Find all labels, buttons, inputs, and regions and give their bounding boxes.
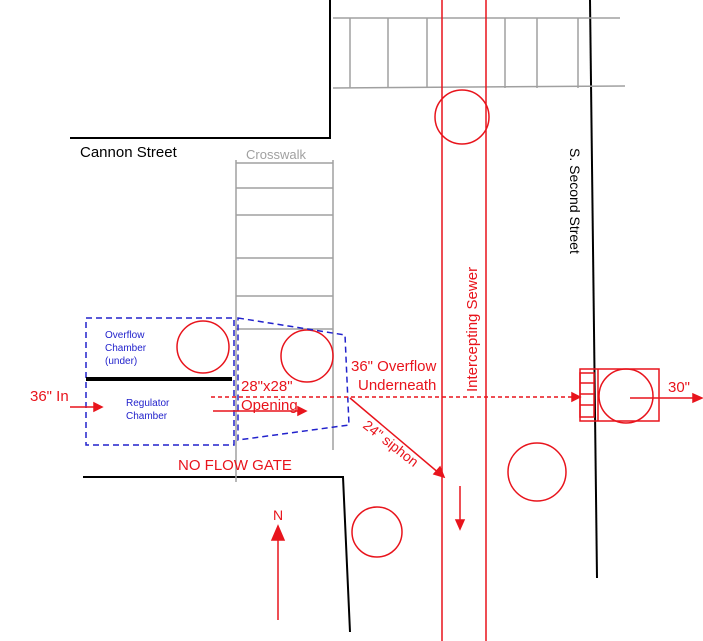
curb-southwest [83, 476, 351, 633]
siphon-label: 24" siphon [360, 417, 422, 470]
inflow-arrow-icon [93, 401, 104, 413]
crosswalk-label: Crosswalk [246, 147, 306, 162]
regulator-arrow-icon [297, 405, 308, 417]
north-arrow-icon [270, 524, 286, 541]
crosswalk-west [235, 160, 334, 482]
second-street-label: S. Second Street [567, 148, 583, 254]
opening-label: 28"x28" Opening [241, 378, 298, 414]
manholes [176, 89, 567, 558]
inflow-label: 36" In [30, 388, 69, 405]
manhole-overflow-chamber [176, 320, 230, 374]
regulator-chamber-label: Regulator Chamber [126, 398, 172, 422]
curb-east [589, 0, 598, 579]
flow-arrows [70, 391, 703, 620]
opening-box [237, 317, 350, 441]
outfall-structure [579, 368, 660, 424]
overflow-arrow-icon [571, 391, 582, 403]
no-flow-gate-label: NO FLOW GATE [178, 457, 292, 474]
chamber-box [85, 317, 235, 446]
cannon-street-label: Cannon Street [80, 144, 178, 161]
intercepting-sewer-label: Intercepting Sewer [464, 267, 481, 392]
intercepting-sewer [441, 0, 487, 641]
manhole-crosswalk [280, 329, 334, 383]
outflow-arrow-icon [692, 392, 703, 404]
siphon-arrow-icon [432, 465, 446, 479]
curb-northwest [70, 0, 331, 139]
sewer-flow-arrow-icon [454, 519, 466, 531]
outflow-label: 30" [668, 379, 690, 396]
manhole-south [351, 506, 403, 558]
overflow-pipe-label: 36" Overflow Underneath [351, 358, 441, 394]
manhole-north [434, 89, 490, 145]
street-curbs [70, 0, 598, 633]
overflow-chamber-label: Overflow Chamber (under) [105, 330, 149, 367]
chambers [85, 317, 350, 446]
crosswalk-north [332, 17, 626, 89]
manhole-southeast [507, 442, 567, 502]
north-label: N [273, 507, 283, 523]
